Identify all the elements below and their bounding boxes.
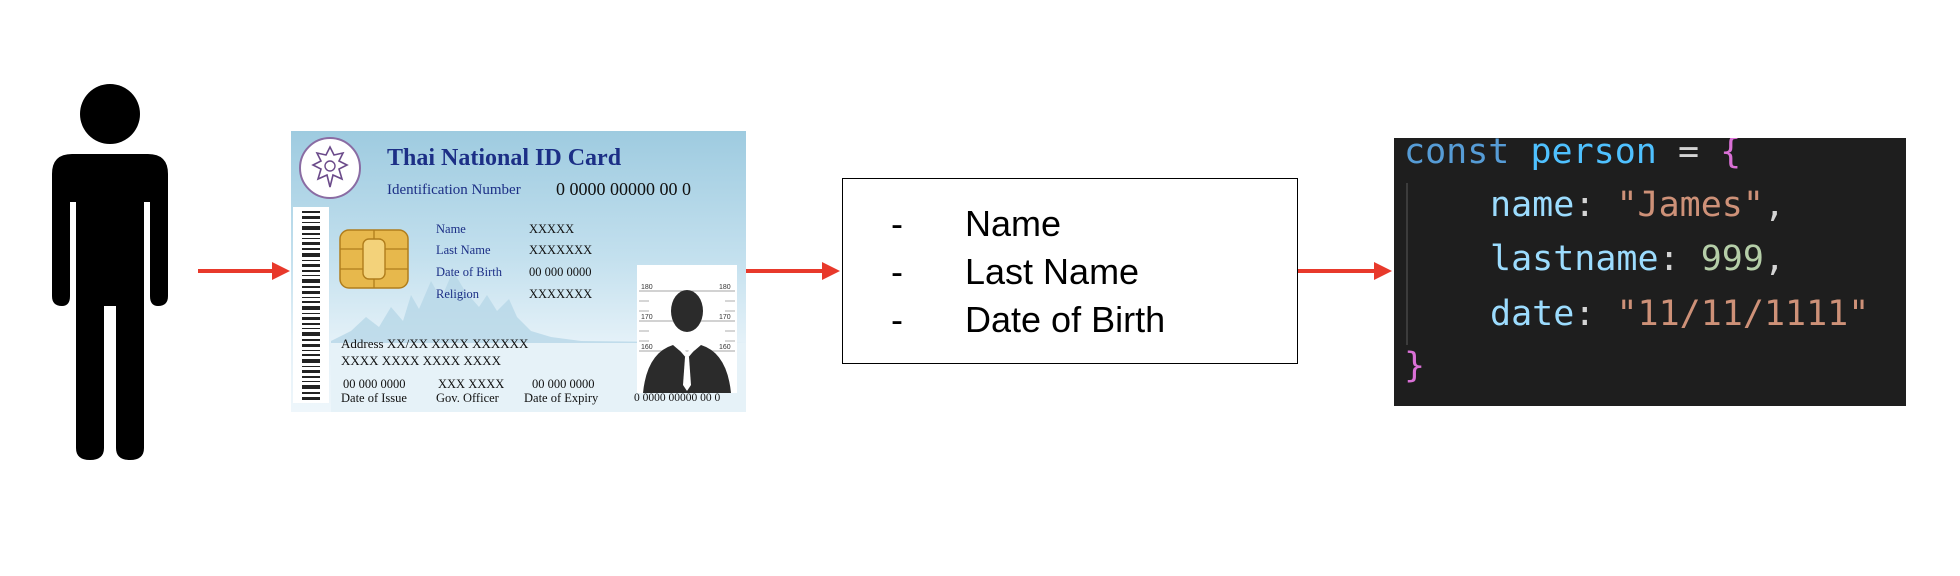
arrow-right-icon	[198, 262, 290, 280]
gov-officer-value: XXX XXXX	[438, 377, 505, 391]
field-name-text: Name	[965, 203, 1062, 244]
chip-icon	[339, 229, 409, 289]
card-title: Thai National ID Card	[387, 145, 622, 171]
field-date-of-birth-text: Date of Birth	[965, 299, 1166, 340]
field-value-religion: XXXXXXX	[529, 287, 593, 301]
field-label-date-of-birth: Date of Birth	[436, 265, 502, 279]
field-label-religion: Religion	[436, 287, 480, 301]
code-key: lastname	[1490, 239, 1659, 279]
code-key: date	[1490, 294, 1575, 334]
code-string: "11/11/1111"	[1616, 294, 1870, 334]
code-keyword: const	[1404, 138, 1510, 172]
code-string: "James"	[1616, 185, 1764, 225]
date-of-issue-value: 00 000 0000	[343, 377, 406, 391]
thai-id-card: Thai National ID Card Identification Num…	[291, 131, 746, 412]
extracted-fields-box: - Name - Last Name - Date of Birth	[842, 178, 1298, 364]
code-colon: :	[1574, 294, 1596, 334]
code-comma: ,	[1763, 185, 1786, 225]
height-mark-right: 160	[719, 344, 731, 351]
id-number-value: 0 0000 00000 00 0	[556, 179, 691, 199]
field-value-name: XXXXX	[529, 222, 575, 236]
code-line-prop: name: "James",	[1490, 185, 1785, 225]
id-number-label: Identification Number	[387, 182, 521, 198]
address-line-1: Address XX/XX XXXX XXXXXX	[341, 336, 529, 351]
code-line-prop: lastname: 999,	[1490, 239, 1785, 279]
code-colon: :	[1574, 185, 1596, 225]
bullet-dash: -	[891, 299, 903, 340]
bullet-dash: -	[891, 203, 903, 244]
height-mark-left: 160	[641, 344, 653, 351]
bullet-dash: -	[891, 251, 903, 292]
date-of-issue-label: Date of Issue	[341, 391, 407, 405]
field-value-last-name: XXXXXXX	[529, 243, 593, 257]
arrow-right-icon	[746, 262, 840, 280]
arrow-right-icon	[1298, 262, 1392, 280]
photo-id-number: 0 0000 00000 00 0	[634, 392, 721, 404]
indent-guide	[1406, 183, 1408, 345]
person-icon	[52, 84, 168, 460]
height-mark-left: 170	[641, 314, 653, 321]
height-mark-right: 180	[719, 284, 731, 291]
code-snippet-panel: const person = { name: "James", lastname…	[1394, 138, 1906, 406]
barcode-icon	[293, 207, 329, 403]
code-line-close: }	[1404, 346, 1425, 386]
code-line-prop: date: "11/11/1111"	[1490, 294, 1869, 334]
photo-silhouette-icon: 180 180 170 170 160 160	[637, 265, 737, 393]
emblem-icon	[299, 137, 361, 199]
height-mark-right: 170	[719, 314, 731, 321]
height-mark-left: 180	[641, 284, 653, 291]
code-colon: :	[1658, 239, 1680, 279]
code-brace-close: }	[1404, 346, 1426, 386]
date-of-expiry-label: Date of Expiry	[524, 391, 599, 405]
code-operator: =	[1677, 138, 1700, 172]
field-label-name: Name	[436, 222, 466, 236]
field-value-date-of-birth: 00 000 0000	[529, 265, 592, 279]
gov-officer-label: Gov. Officer	[436, 391, 499, 405]
code-key: name	[1490, 185, 1575, 225]
code-line-declaration: const person = {	[1404, 138, 1741, 172]
code-number: 999	[1700, 239, 1764, 279]
code-comma: ,	[1763, 239, 1786, 279]
code-brace-open: {	[1720, 138, 1742, 172]
field-last-name-text: Last Name	[965, 251, 1140, 292]
code-variable: person	[1530, 138, 1657, 172]
address-line-2: XXXX XXXX XXXX XXXX	[341, 353, 501, 368]
field-label-last-name: Last Name	[436, 243, 491, 257]
date-of-expiry-value: 00 000 0000	[532, 377, 595, 391]
